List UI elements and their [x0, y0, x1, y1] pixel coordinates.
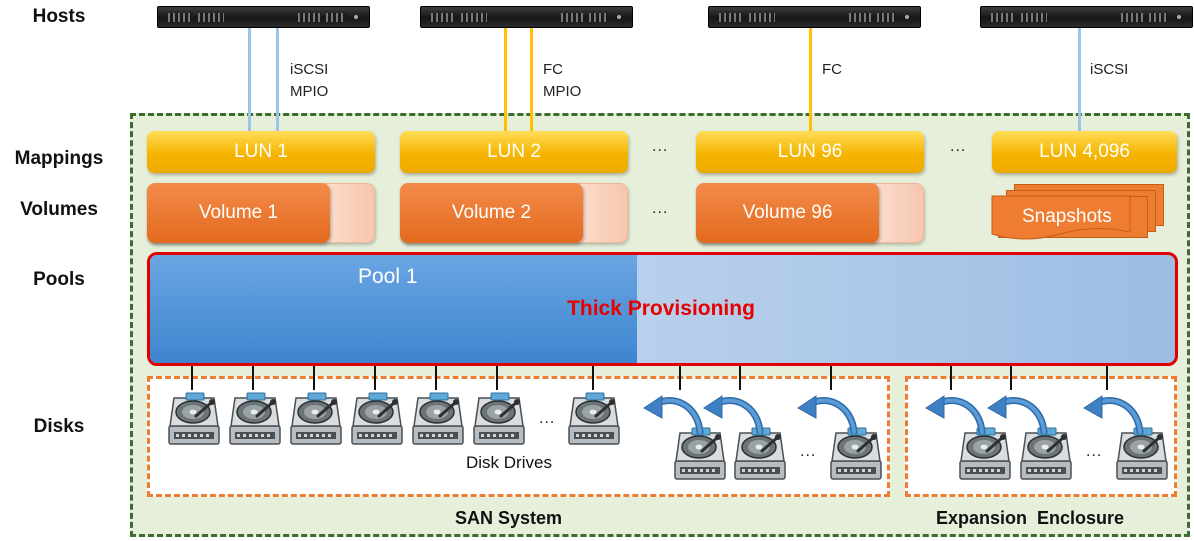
expansion-enclosure-label: Expansion Enclosure	[936, 508, 1125, 528]
fc-link-2a	[504, 28, 507, 131]
provisioning-label: Thick Provisioning	[567, 297, 755, 320]
disk-ellipsis-3: ...	[1086, 443, 1103, 460]
volume-2: Volume 2	[400, 183, 583, 243]
disk-connector	[1106, 366, 1108, 390]
row-label-pools: Pools	[33, 269, 85, 290]
disk-connector	[679, 366, 681, 390]
disk-connector	[496, 366, 498, 390]
curved-arrow-icon	[700, 394, 764, 434]
disk-connector	[739, 366, 741, 390]
row-label-volumes: Volumes	[20, 199, 98, 220]
hard-disk-icon	[732, 427, 788, 483]
disk-connector	[1010, 366, 1012, 390]
row-label-disks: Disks	[33, 416, 85, 437]
protocol-label-4: iSCSI	[1090, 61, 1129, 78]
lun-4096: LUN 4,096	[992, 131, 1177, 173]
row-label-hosts: Hosts	[32, 6, 86, 27]
host-server-2	[420, 6, 633, 28]
lun-ellipsis-2: ...	[950, 138, 967, 155]
row-label-mappings: Mappings	[14, 148, 104, 169]
san-system-label: SAN System	[455, 508, 563, 528]
host-server-4	[980, 6, 1193, 28]
disk-connector	[950, 366, 952, 390]
protocol-label-3: FC	[822, 61, 842, 78]
curved-arrow-icon	[640, 394, 704, 434]
lun-2: LUN 2	[400, 131, 628, 173]
snapshots-front	[991, 195, 1131, 240]
hard-disk-icon	[349, 392, 405, 448]
pool-1-fill	[150, 255, 637, 363]
fc-link-2b	[530, 28, 533, 131]
snapshots-label: Snapshots	[1022, 206, 1112, 227]
disk-connector	[435, 366, 437, 390]
volume-ellipsis: ...	[652, 200, 669, 217]
pool-title: Pool 1	[358, 265, 418, 288]
curved-arrow-icon	[794, 394, 858, 434]
curved-arrow-icon	[922, 394, 986, 434]
hard-disk-icon	[227, 392, 283, 448]
disk-connector	[191, 366, 193, 390]
iscsi-link-1a	[248, 28, 251, 131]
hard-disk-icon	[957, 427, 1013, 483]
hard-disk-icon	[166, 392, 222, 448]
hard-disk-icon	[410, 392, 466, 448]
hard-disk-icon	[672, 427, 728, 483]
hard-disk-icon	[288, 392, 344, 448]
curved-arrow-icon	[1080, 394, 1144, 434]
volume-96: Volume 96	[696, 183, 879, 243]
hard-disk-icon	[1114, 427, 1170, 483]
disk-drives-label: Disk Drives	[466, 453, 552, 472]
disk-connector	[252, 366, 254, 390]
curved-arrow-icon	[984, 394, 1048, 434]
hard-disk-icon	[828, 427, 884, 483]
disk-ellipsis-2: ...	[800, 443, 817, 460]
disk-connector	[313, 366, 315, 390]
lun-1: LUN 1	[147, 131, 375, 173]
lun-96: LUN 96	[696, 131, 924, 173]
iscsi-link-4	[1078, 28, 1081, 131]
pool-box	[147, 252, 1178, 366]
host-server-1	[157, 6, 370, 28]
lun-ellipsis-1: ...	[652, 138, 669, 155]
volume-1: Volume 1	[147, 183, 330, 243]
hard-disk-icon	[566, 392, 622, 448]
iscsi-link-1b	[276, 28, 279, 131]
disk-connector	[374, 366, 376, 390]
fc-link-3	[809, 28, 812, 131]
host-server-3	[708, 6, 921, 28]
hard-disk-icon	[1018, 427, 1074, 483]
disk-ellipsis-1: ...	[539, 410, 556, 427]
disk-connector	[592, 366, 594, 390]
disk-connector	[830, 366, 832, 390]
hard-disk-icon	[471, 392, 527, 448]
